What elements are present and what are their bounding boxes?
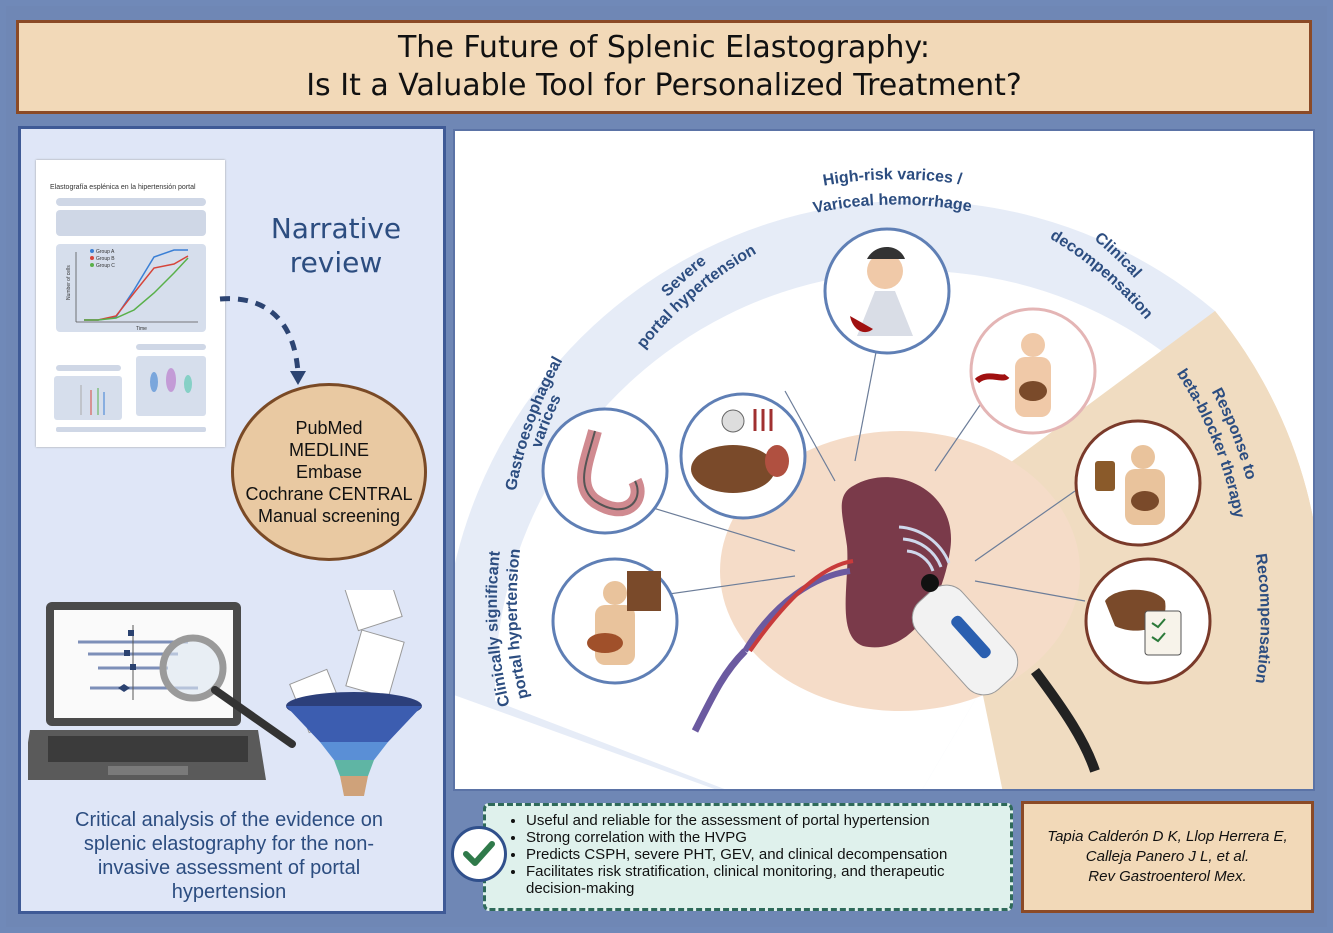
- doc-chart-ylabel: Number of cells: [66, 265, 72, 300]
- critical-line: invasive assessment of portal: [97, 857, 361, 879]
- database-item: Cochrane CENTRAL: [245, 484, 413, 504]
- critical-analysis-text: Critical analysis of the evidence on spl…: [40, 808, 418, 904]
- doc-chart-xlabel: Time: [136, 326, 147, 332]
- title-line-2: Is It a Valuable Tool for Personalized T…: [306, 68, 1022, 103]
- database-item: Embase: [295, 462, 363, 482]
- citation-line: Tapia Calderón D K, Llop Herrera E,: [1047, 828, 1288, 845]
- critical-line: splenic elastography for the non-: [83, 833, 375, 855]
- title-line-1: The Future of Splenic Elastography:: [397, 30, 931, 65]
- legend-group-a: Group A: [96, 249, 115, 255]
- document-title: Elastografía esplénica en la hipertensió…: [50, 184, 196, 191]
- database-item: PubMed: [295, 418, 363, 438]
- database-item: Manual screening: [257, 506, 401, 526]
- document-figure: Group A Group B Group C Time Number of c…: [54, 198, 206, 432]
- funnel-icon: [286, 692, 422, 796]
- diagram-svg: High-risk varices / Variceal hemorrhage …: [455, 166, 1313, 789]
- laptop-funnel-illustration: [28, 590, 422, 796]
- label-high-risk-1: High-risk varices /: [822, 166, 964, 189]
- critical-line: hypertension: [171, 881, 287, 903]
- critical-line: Critical analysis of the evidence on: [75, 809, 383, 831]
- summary-bullet: Strong correlation with the HVPG: [526, 829, 1000, 846]
- legend-group-c: Group C: [96, 263, 115, 269]
- laptop-icon: [28, 602, 266, 780]
- citation-line: Rev Gastroenterol Mex.: [1088, 868, 1247, 885]
- summary-box: Useful and reliable for the assessment o…: [483, 803, 1013, 911]
- summary-bullet: Useful and reliable for the assessment o…: [526, 812, 1000, 829]
- databases-circle: PubMed MEDLINE Embase Cochrane CENTRAL M…: [231, 383, 427, 561]
- summary-bullet: Facilitates risk stratification, clinica…: [526, 863, 1000, 897]
- narrative-review-label: Narrative review: [236, 212, 436, 280]
- citation-box: Tapia Calderón D K, Llop Herrera E, Call…: [1021, 801, 1314, 913]
- citation-line: Calleja Panero J L, et al.: [1085, 848, 1250, 865]
- varices-illustration: [541, 407, 669, 535]
- dashed-arrow: [219, 296, 306, 385]
- elastography-probe: [911, 574, 1100, 773]
- review-document-illustration: Elastografía esplénica en la hipertensió…: [36, 160, 225, 447]
- magnifier-icon: [159, 634, 296, 748]
- summary-bullet: Predicts CSPH, severe PHT, GEV, and clin…: [526, 846, 1000, 863]
- checkmark-icon: [451, 826, 507, 882]
- title-banner: The Future of Splenic Elastography: Is I…: [16, 20, 1312, 114]
- diagram-panel: High-risk varices / Variceal hemorrhage …: [453, 129, 1315, 791]
- narrative-line-1: Narrative: [270, 212, 402, 245]
- narrative-line-2: review: [289, 246, 383, 279]
- database-item: MEDLINE: [288, 440, 369, 460]
- label-recompensation: Recompensation: [1252, 552, 1274, 684]
- legend-group-b: Group B: [96, 256, 115, 262]
